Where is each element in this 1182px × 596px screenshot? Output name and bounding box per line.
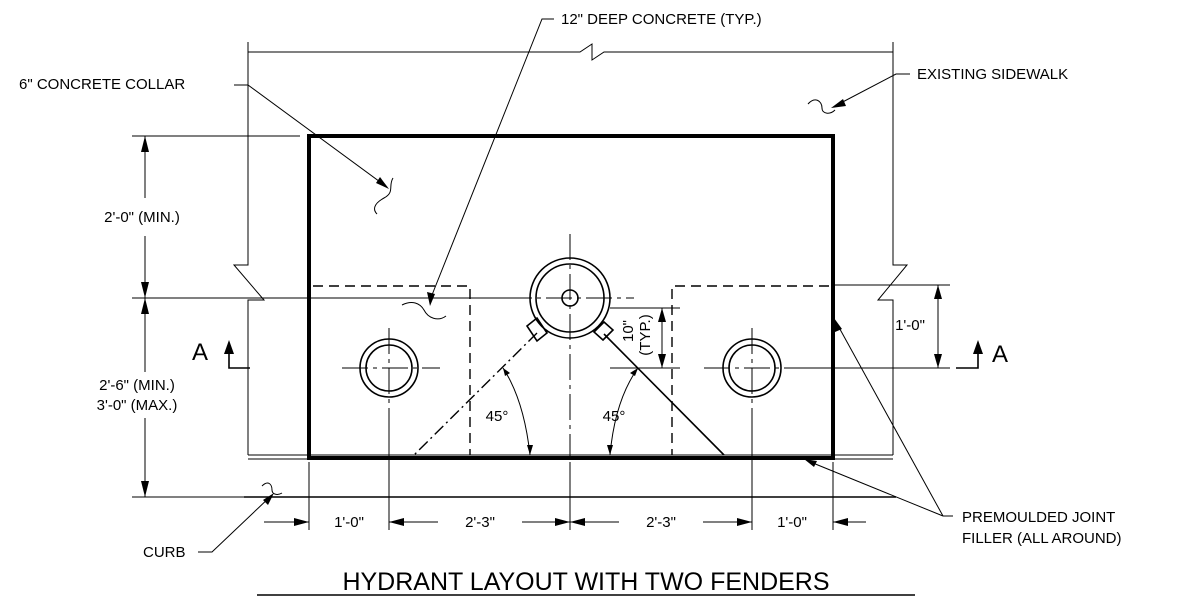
label-sidewalk: EXISTING SIDEWALK — [917, 66, 1068, 83]
dim-bottom-vertical-max: 3'-0" (MAX.) — [97, 397, 178, 414]
angle-line-right — [603, 333, 725, 456]
sidewalk-outline — [232, 42, 909, 455]
dim-fender-offset-value: 1'-0" — [895, 317, 925, 334]
leader-deep-concrete — [401, 18, 554, 320]
label-collar: 6" CONCRETE COLLAR — [19, 76, 185, 93]
leader-sidewalk — [807, 73, 910, 114]
dim-lug-offset-value: 10" — [620, 320, 637, 342]
dim-bottom-2: 2'-3" — [465, 514, 495, 531]
dim-horizontal-bottom — [264, 410, 866, 530]
leader-curb — [198, 482, 283, 553]
angle-arc-right — [607, 367, 639, 456]
angle-arc-left — [502, 367, 533, 456]
leader-collar — [234, 84, 394, 215]
dim-lug-offset — [610, 307, 680, 369]
hydrant-lug-right — [592, 320, 615, 342]
angle-label-left: 45° — [486, 408, 509, 425]
fender-left — [359, 338, 419, 398]
fender-right — [722, 338, 782, 398]
angle-label-right: 45° — [603, 408, 626, 425]
deep-concrete-outline — [313, 285, 829, 455]
section-label-left: A — [192, 339, 208, 366]
drawing-title: HYDRANT LAYOUT WITH TWO FENDERS — [342, 568, 829, 596]
label-curb: CURB — [143, 544, 186, 561]
section-label-right: A — [992, 341, 1008, 368]
section-mark-left — [224, 340, 250, 369]
dim-bottom-3: 2'-3" — [646, 514, 676, 531]
angle-line-left — [413, 332, 538, 456]
dim-bottom-4: 1'-0" — [777, 514, 807, 531]
leader-joint-filler — [804, 318, 953, 517]
dim-fender-offset — [790, 284, 950, 369]
label-deep-concrete: 12" DEEP CONCRETE (TYP.) — [561, 11, 762, 28]
dim-top-vertical: 2'-0" (MIN.) — [104, 209, 180, 226]
section-mark-right — [956, 340, 983, 369]
dim-lug-offset-note: (TYP.) — [637, 314, 654, 355]
dim-bottom-1: 1'-0" — [334, 514, 364, 531]
center-lines — [342, 234, 802, 462]
dim-bottom-vertical-min: 2'-6" (MIN.) — [99, 377, 175, 394]
concrete-collar — [307, 134, 835, 460]
label-joint-filler-line2: FILLER (ALL AROUND) — [962, 530, 1122, 547]
label-joint-filler-line1: PREMOULDED JOINT — [962, 509, 1115, 526]
dim-vertical-left — [132, 135, 506, 498]
